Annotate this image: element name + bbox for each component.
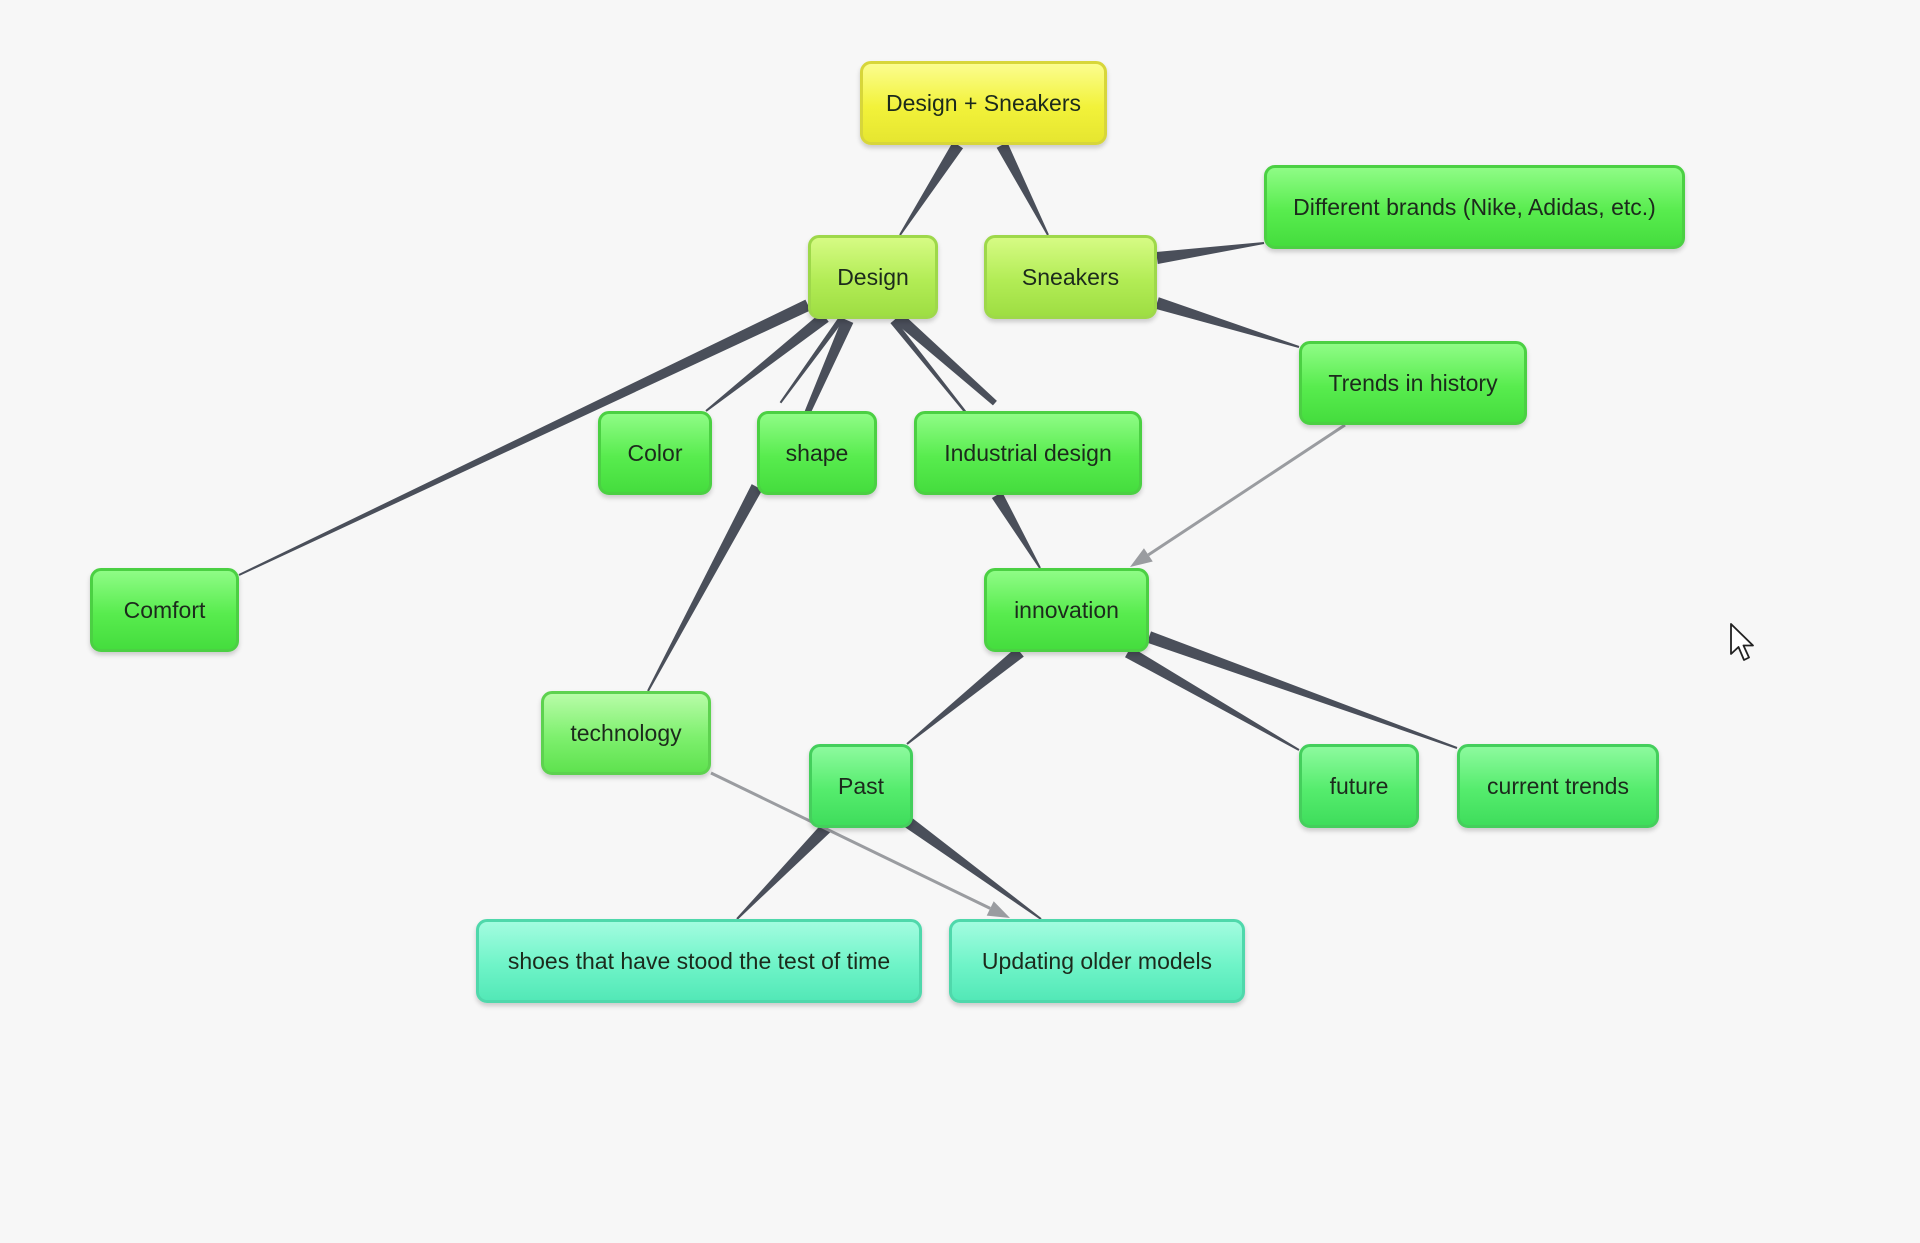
node-trends-history[interactable]: Trends in history [1299, 341, 1527, 425]
node-stood[interactable]: shoes that have stood the test of time [476, 919, 922, 1003]
link-sneakers-to-trends-history[interactable] [1155, 297, 1300, 348]
node-innovation[interactable]: innovation [984, 568, 1149, 652]
link-innovation-to-future[interactable] [1125, 646, 1300, 751]
node-future[interactable]: future [1299, 744, 1419, 828]
mouse-pointer-icon [1730, 623, 1754, 661]
node-root[interactable]: Design + Sneakers [860, 61, 1107, 145]
link-past-to-updating[interactable] [901, 815, 1042, 920]
link-root-to-design[interactable] [899, 141, 964, 236]
link-shape-to-technology[interactable] [647, 484, 763, 692]
link-design-to-shape[interactable] [779, 315, 854, 418]
link-design-to-color[interactable] [705, 312, 829, 412]
link-industrial-to-innovation[interactable] [991, 491, 1041, 569]
node-label: technology [570, 719, 682, 746]
node-industrial[interactable]: Industrial design [914, 411, 1142, 495]
node-technology[interactable]: technology [541, 691, 711, 775]
link-design-to-comfort[interactable] [238, 299, 811, 576]
node-label: Trends in history [1328, 369, 1498, 396]
link-trends-history-to-innovation-arrow[interactable] [1130, 423, 1346, 567]
node-label: Color [627, 439, 683, 466]
node-shape[interactable]: shape [757, 411, 877, 495]
link-root-to-sneakers[interactable] [996, 142, 1049, 236]
node-sneakers[interactable]: Sneakers [984, 235, 1157, 319]
node-label: Industrial design [944, 439, 1112, 466]
node-label: shape [785, 439, 849, 466]
node-current[interactable]: current trends [1457, 744, 1659, 828]
node-design[interactable]: Design [808, 235, 938, 319]
node-color[interactable]: Color [598, 411, 712, 495]
link-past-to-stood[interactable] [736, 823, 831, 920]
node-label: innovation [1014, 596, 1119, 623]
node-label: future [1329, 772, 1389, 799]
node-label: Design + Sneakers [886, 89, 1081, 116]
node-label: Comfort [123, 596, 206, 623]
node-label: Design [837, 263, 909, 290]
node-label: shoes that have stood the test of time [507, 947, 891, 974]
node-past[interactable]: Past [809, 744, 913, 828]
node-label: Past [837, 772, 885, 799]
node-label: current trends [1487, 772, 1629, 799]
node-updating[interactable]: Updating older models [949, 919, 1245, 1003]
link-design-to-industrial[interactable] [890, 312, 997, 425]
link-sneakers-to-brands[interactable] [1156, 242, 1265, 264]
link-innovation-to-past[interactable] [906, 647, 1024, 745]
node-label: Different brands (Nike, Adidas, etc.) [1293, 193, 1656, 220]
node-comfort[interactable]: Comfort [90, 568, 239, 652]
node-label: Sneakers [1021, 263, 1120, 290]
node-brands[interactable]: Different brands (Nike, Adidas, etc.) [1264, 165, 1685, 249]
link-technology-to-updating-arrow[interactable] [710, 771, 1010, 918]
node-label: Updating older models [981, 947, 1213, 974]
link-innovation-to-current[interactable] [1146, 631, 1458, 749]
